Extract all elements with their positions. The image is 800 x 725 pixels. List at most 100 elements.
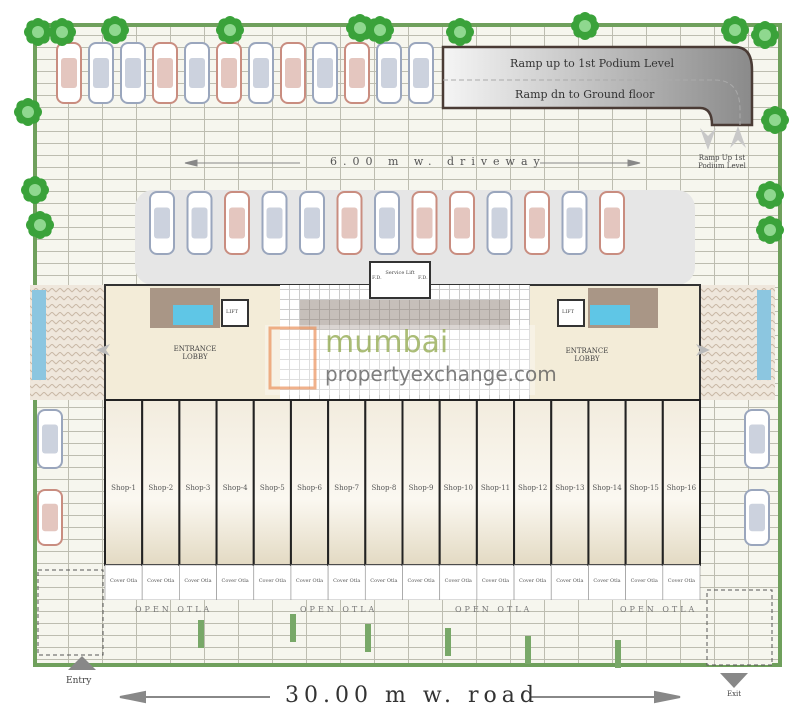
service-lift bbox=[369, 261, 431, 299]
exit-label: Exit bbox=[727, 690, 742, 698]
car-roof bbox=[749, 503, 765, 532]
tree-center bbox=[34, 219, 46, 231]
watermark-line1: mumbai bbox=[325, 325, 449, 360]
right-water-feature bbox=[757, 290, 771, 380]
tree-center bbox=[22, 106, 34, 118]
shop-unit bbox=[252, 399, 292, 566]
car-roof bbox=[566, 207, 583, 239]
car-roof bbox=[189, 58, 205, 88]
car-roof bbox=[341, 207, 358, 239]
car-icon bbox=[744, 409, 770, 469]
watermark-logo bbox=[268, 326, 317, 390]
shop-label: Shop-1 bbox=[111, 484, 136, 492]
cover-otla-label: Cover Otla bbox=[147, 578, 175, 584]
shop-unit bbox=[550, 399, 590, 566]
car-icon bbox=[152, 42, 178, 104]
tree-icon bbox=[756, 181, 784, 209]
planter-strip bbox=[198, 620, 204, 648]
tree-center bbox=[759, 29, 771, 41]
left-lift bbox=[221, 299, 249, 327]
tree-center bbox=[579, 20, 591, 32]
car-icon bbox=[56, 42, 82, 104]
car-icon bbox=[149, 191, 175, 255]
exit-gate-area bbox=[706, 589, 773, 666]
service-lift-label: Service Lift bbox=[385, 270, 415, 276]
road-arrow-left bbox=[119, 690, 270, 704]
shop-label: Shop-5 bbox=[259, 484, 285, 492]
cover-otla-label: Cover Otla bbox=[109, 578, 138, 584]
right-lift-label: LIFT bbox=[562, 309, 575, 315]
car-roof bbox=[317, 58, 333, 88]
car-roof bbox=[285, 58, 301, 88]
car-roof bbox=[454, 207, 470, 239]
cover-otla-cell bbox=[402, 564, 441, 601]
car-icon bbox=[336, 191, 363, 255]
entry-arrow-icon bbox=[68, 656, 96, 670]
shop-unit bbox=[104, 399, 144, 566]
tree-icon bbox=[14, 98, 42, 126]
open-otla-label-3: OPEN OTLA bbox=[455, 605, 533, 614]
car-roof bbox=[379, 207, 395, 239]
ramp-divider bbox=[443, 79, 741, 125]
tree-icon bbox=[751, 21, 779, 49]
tree-center bbox=[354, 22, 366, 34]
entry-label: Entry bbox=[66, 676, 92, 686]
car-roof bbox=[416, 207, 433, 239]
car-icon bbox=[37, 489, 63, 546]
tree-icon bbox=[26, 211, 54, 239]
car-icon bbox=[37, 409, 63, 469]
cover-otla-cell bbox=[364, 564, 403, 601]
planter-strip bbox=[365, 624, 371, 652]
cover-otla-label: Cover Otla bbox=[444, 578, 472, 584]
cover-otla-cell bbox=[513, 564, 552, 601]
tree-center bbox=[454, 26, 466, 38]
open-otla-area bbox=[105, 600, 705, 650]
tree-center bbox=[109, 24, 121, 36]
ramp-side-label: Ramp Up 1st Podium Level bbox=[698, 154, 746, 170]
car-roof bbox=[93, 58, 109, 88]
cover-otla-label: Cover Otla bbox=[333, 578, 361, 584]
cover-otla-label: Cover Otla bbox=[481, 578, 510, 584]
tree-center bbox=[224, 24, 236, 36]
open-otla-label-2: OPEN OTLA bbox=[300, 605, 378, 614]
tree-icon bbox=[101, 16, 129, 44]
shop-unit bbox=[513, 399, 553, 566]
shop-label: Shop-9 bbox=[408, 484, 434, 492]
planter-strip bbox=[290, 614, 296, 642]
car-icon bbox=[120, 42, 146, 104]
cover-otla-label: Cover Otla bbox=[184, 578, 212, 584]
tree-center bbox=[769, 114, 781, 126]
ramp-up-label: Ramp up to 1st Podium Level bbox=[510, 57, 674, 70]
car-icon bbox=[524, 191, 550, 255]
right-lift bbox=[557, 299, 585, 327]
car-roof bbox=[349, 58, 365, 88]
cover-otla-label: Cover Otla bbox=[519, 578, 547, 584]
shop-label: Shop-4 bbox=[222, 484, 248, 492]
tree-center bbox=[764, 224, 776, 236]
car-roof bbox=[604, 207, 620, 239]
car-icon bbox=[312, 42, 338, 104]
car-roof bbox=[266, 207, 283, 239]
tree-icon bbox=[756, 216, 784, 244]
car-roof bbox=[229, 207, 245, 239]
left-lobby-label: ENTRANCE LOBBY bbox=[173, 345, 217, 361]
left-water-feature bbox=[32, 290, 46, 380]
tree-icon bbox=[24, 18, 52, 46]
car-roof bbox=[529, 207, 545, 239]
shop-label: Shop-6 bbox=[297, 484, 322, 492]
car-icon bbox=[374, 191, 400, 255]
fire-duct-left: F.D. bbox=[372, 275, 382, 281]
cover-otla-label: Cover Otla bbox=[556, 578, 584, 584]
car-roof bbox=[157, 58, 173, 88]
car-roof bbox=[413, 58, 429, 88]
shop-unit bbox=[624, 399, 664, 566]
car-icon bbox=[184, 42, 210, 104]
car-roof bbox=[491, 207, 508, 239]
car-icon bbox=[88, 42, 114, 104]
shop-label: Shop-12 bbox=[518, 484, 548, 492]
shop-unit bbox=[587, 399, 627, 566]
car-icon bbox=[411, 191, 438, 255]
shop-unit bbox=[215, 399, 255, 566]
watermark-backdrop bbox=[265, 325, 535, 395]
